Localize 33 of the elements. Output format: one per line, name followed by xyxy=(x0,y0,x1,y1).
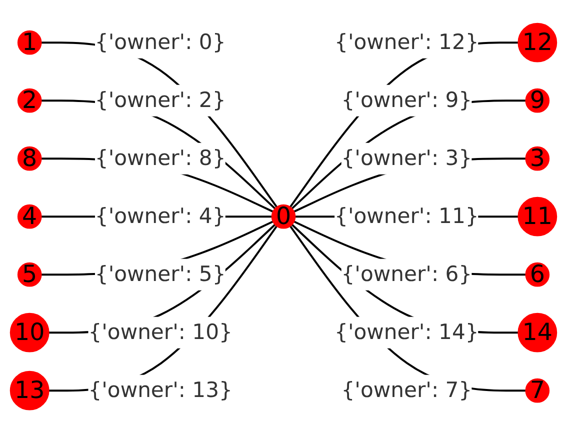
edge-label: {'owner': 10} xyxy=(88,319,232,344)
node-circle: 4 xyxy=(17,204,42,229)
edge-label: {'owner': 9} xyxy=(341,87,472,112)
connector xyxy=(48,224,276,334)
node-circle: 3 xyxy=(525,146,550,171)
node-circle: 7 xyxy=(525,378,550,403)
edge-label: {'owner': 2} xyxy=(94,87,226,112)
node-circle: 11 xyxy=(518,196,558,236)
connector xyxy=(291,224,518,334)
node-circle: 2 xyxy=(17,88,42,113)
node-circle: 8 xyxy=(17,146,42,171)
edge-label: {'owner': 3} xyxy=(341,145,472,170)
edge-label: {'owner': 12} xyxy=(334,29,479,54)
edge-label: {'owner': 8} xyxy=(94,145,226,170)
node-circle: 13 xyxy=(10,370,50,410)
edge-label: {'owner': 11} xyxy=(334,203,479,228)
node-circle: 9 xyxy=(525,88,550,113)
node-circle: 14 xyxy=(518,312,558,352)
node-circle: 0 xyxy=(271,204,296,229)
node-circle: 12 xyxy=(518,22,558,62)
node-circle: 1 xyxy=(17,30,42,55)
edge-label: {'owner': 13} xyxy=(88,377,232,402)
edge-label: {'owner': 0} xyxy=(94,29,226,54)
node-circle: 6 xyxy=(525,262,550,287)
node-circle: 5 xyxy=(17,262,42,287)
node-circle: 10 xyxy=(10,312,50,352)
edge-label: {'owner': 6} xyxy=(341,261,472,286)
edge-label: {'owner': 5} xyxy=(94,261,226,286)
connector xyxy=(41,100,276,210)
edge-label: {'owner': 4} xyxy=(94,203,226,228)
connector xyxy=(291,100,526,210)
edge-label: {'owner': 14} xyxy=(334,319,479,344)
edge-label: {'owner': 7} xyxy=(341,377,472,402)
